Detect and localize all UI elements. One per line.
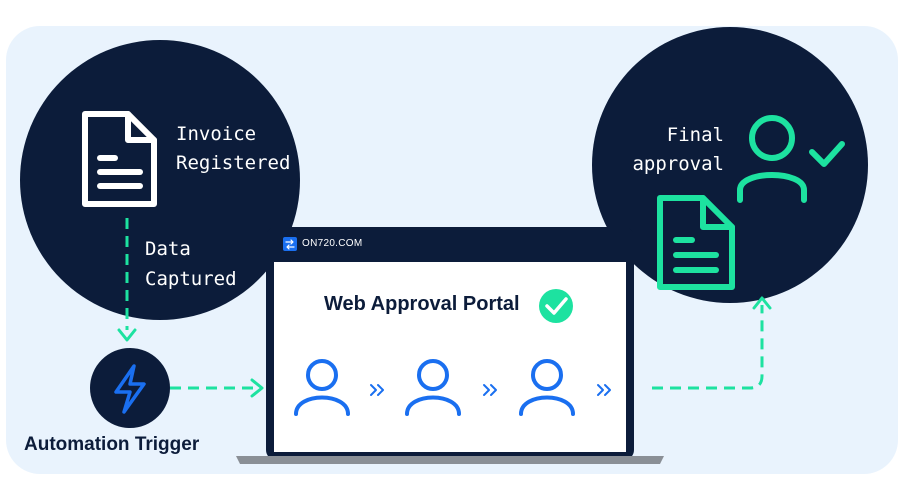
approver-1-user-icon [294,359,350,416]
laptop-base [236,456,664,464]
step-chevron-icon [597,384,611,396]
site-logo-icon [283,237,297,251]
final-label-line2: approval [632,153,724,175]
trigger-to-portal-arrow [170,378,264,398]
step-chevron-icon [483,384,497,396]
approver-3-user-icon [519,359,575,416]
site-url: ON720.COM [302,238,363,249]
portal-title: Web Approval Portal [324,293,520,315]
capture-label-line2: Captured [145,268,237,290]
user-check-icon [737,115,845,203]
invoice-label-line1: Invoice [176,123,257,145]
invoice-stage-circle [20,40,300,320]
final-document-icon [657,195,735,290]
trigger-label: Automation Trigger [24,434,200,455]
final-label-line1: Final [666,124,724,146]
step-chevron-icon [370,384,384,396]
capture-arrow [117,218,137,342]
document-icon [82,111,157,207]
invoice-label-line2: Registered [176,152,291,174]
browser-viewport [274,262,626,452]
approver-2-user-icon [405,359,461,416]
lightning-bolt-icon [114,364,146,414]
approved-check-icon [539,289,573,323]
trigger-circle [90,348,170,428]
laptop [236,227,664,464]
capture-label-line1: Data [145,238,191,260]
portal-to-approval-arrow [652,296,772,390]
